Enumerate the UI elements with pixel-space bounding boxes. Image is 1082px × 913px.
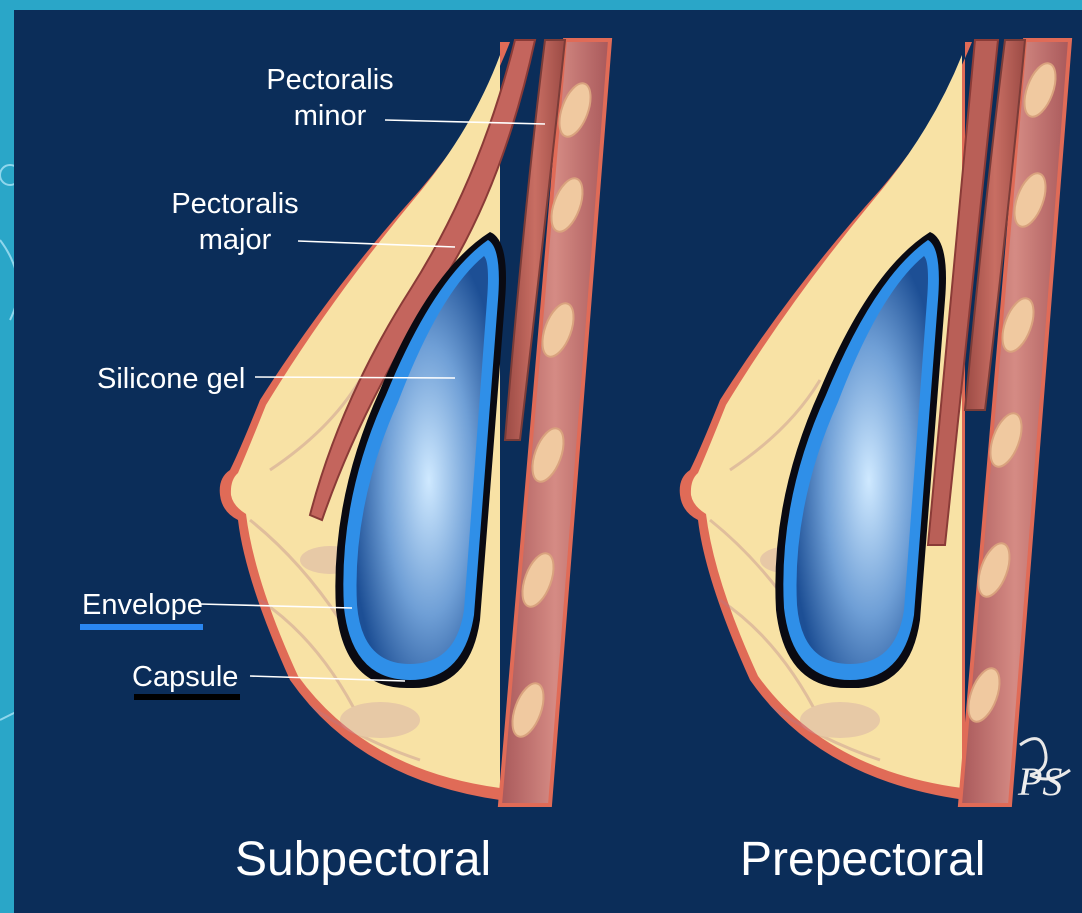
label-pectoralis-major: Pectoralis major [170, 186, 300, 258]
label-silicone-gel: Silicone gel [97, 361, 245, 397]
label-pectoralis-major-line1: Pectoralis [170, 186, 300, 222]
subpectoral-diagram [200, 40, 610, 805]
svg-text:PS: PS [1017, 759, 1062, 804]
label-capsule: Capsule [132, 659, 238, 695]
logo-icon: PS [1017, 739, 1070, 804]
label-pectoralis-minor-line2: minor [265, 98, 395, 134]
envelope-legend-swatch [80, 624, 203, 630]
caption-subpectoral: Subpectoral [235, 832, 491, 888]
label-pectoralis-major-line2: major [170, 222, 300, 258]
caption-prepectoral: Prepectoral [740, 832, 985, 888]
prepectoral-diagram [680, 40, 1070, 805]
capsule-legend-swatch [134, 694, 240, 700]
label-pectoralis-minor: Pectoralis minor [265, 62, 395, 134]
label-envelope: Envelope [82, 587, 203, 623]
label-pectoralis-minor-line1: Pectoralis [265, 62, 395, 98]
